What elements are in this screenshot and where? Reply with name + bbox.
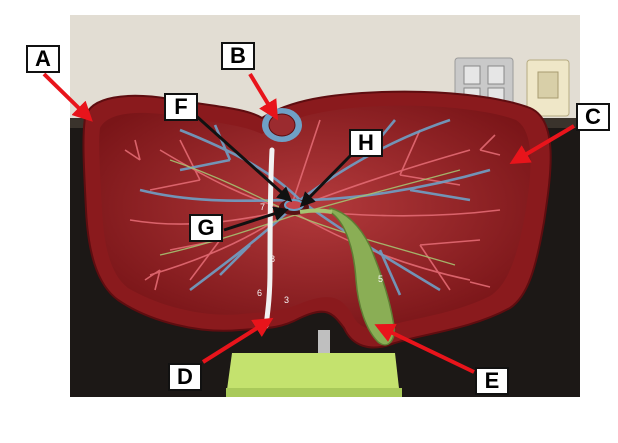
label-b: B: [221, 42, 255, 70]
segment-marking: 8: [270, 254, 275, 264]
label-g: G: [189, 214, 223, 242]
segment-marking: 7: [260, 202, 265, 212]
label-h: H: [349, 129, 383, 157]
arrow-f: [192, 112, 293, 203]
liver-model: 7 8 6 3 5: [82, 90, 552, 349]
label-c: C: [576, 103, 610, 131]
inferior-vena-cava: [262, 108, 302, 142]
cystic-duct: [299, 208, 333, 214]
arrow-d: [201, 317, 274, 364]
segment-marking: 5: [378, 274, 383, 284]
label-f: F: [164, 93, 198, 121]
arrow-c: [509, 124, 576, 165]
arrow-h: [299, 152, 354, 208]
wall-switch: [526, 59, 570, 117]
label-a: A: [26, 45, 60, 73]
liver-surface: [99, 105, 531, 329]
arrow-e: [374, 323, 475, 374]
label-e: E: [475, 367, 509, 395]
label-d: D: [168, 363, 202, 391]
arrow-g: [223, 206, 289, 232]
arrow-b: [248, 72, 279, 121]
segment-marking: 3: [284, 295, 289, 305]
segment-marking: 6: [257, 288, 262, 298]
model-stand: [226, 330, 402, 397]
arrow-a: [42, 72, 93, 122]
pointer-arrows: [42, 72, 576, 374]
